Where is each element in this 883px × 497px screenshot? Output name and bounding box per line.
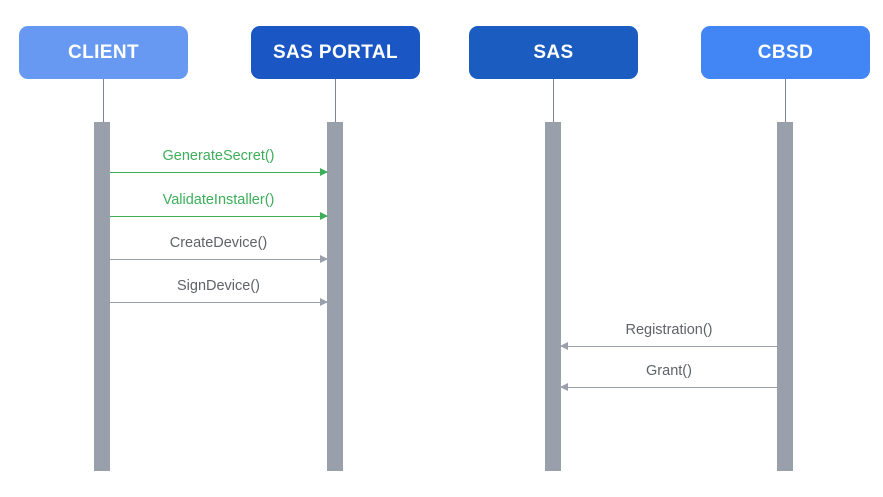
arrowhead-right-icon xyxy=(320,212,328,220)
message-line-registration xyxy=(561,346,777,347)
message-label-registration: Registration() xyxy=(625,322,713,338)
lifeline-cbsd xyxy=(785,79,786,122)
participant-box-cbsd[interactable]: CBSD xyxy=(701,26,870,79)
participant-label: CLIENT xyxy=(67,41,139,63)
participant-label: SAS PORTAL xyxy=(272,41,399,63)
participant-box-sas[interactable]: SAS xyxy=(469,26,638,79)
message-label-grant: Grant() xyxy=(646,363,692,379)
activation-bar-cbsd xyxy=(777,122,793,471)
message-line-generate-secret xyxy=(110,172,327,173)
lifeline-client xyxy=(103,79,104,122)
arrowhead-right-icon xyxy=(320,168,328,176)
activation-bar-sas xyxy=(545,122,561,471)
lifeline-sas xyxy=(553,79,554,122)
activation-bar-sas-portal xyxy=(327,122,343,471)
arrowhead-right-icon xyxy=(320,255,328,263)
participant-box-client[interactable]: CLIENT xyxy=(19,26,188,79)
arrowhead-right-icon xyxy=(320,298,328,306)
message-label-validate-installer: ValidateInstaller() xyxy=(162,192,275,208)
message-line-create-device xyxy=(110,259,327,260)
arrowhead-left-icon xyxy=(560,383,568,391)
message-line-sign-device xyxy=(110,302,327,303)
lifeline-sas-portal xyxy=(335,79,336,122)
message-label-create-device: CreateDevice() xyxy=(169,235,268,251)
participant-label: SAS xyxy=(533,41,574,63)
participant-label: CBSD xyxy=(757,41,814,63)
participant-box-sas-portal[interactable]: SAS PORTAL xyxy=(251,26,420,79)
message-label-sign-device: SignDevice() xyxy=(177,278,260,294)
message-label-generate-secret: GenerateSecret() xyxy=(162,148,275,164)
message-line-validate-installer xyxy=(110,216,327,217)
activation-bar-client xyxy=(94,122,110,471)
message-line-grant xyxy=(561,387,777,388)
arrowhead-left-icon xyxy=(560,342,568,350)
